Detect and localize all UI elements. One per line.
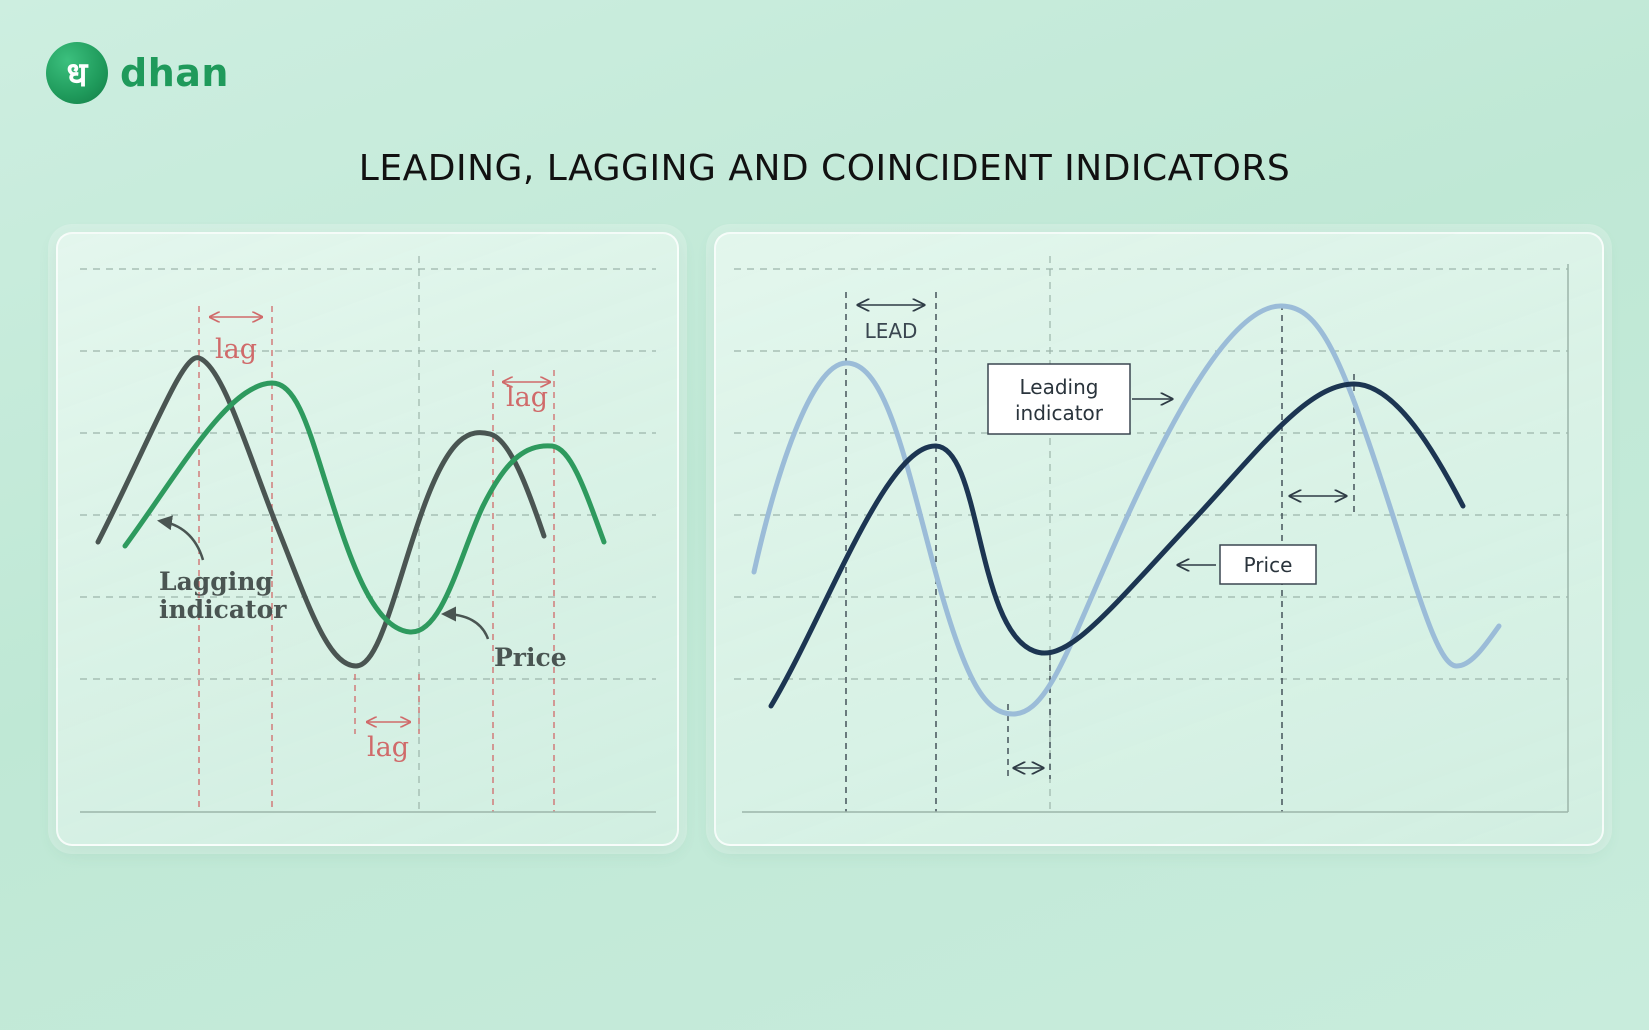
- price-callout: [1219, 544, 1317, 585]
- grid-lines: [80, 256, 656, 812]
- leading-indicator-callout: [987, 363, 1131, 435]
- lagging-indicator-curve: [122, 380, 607, 635]
- brand: ध dhan: [46, 42, 229, 104]
- dhan-logo-icon: ध: [46, 42, 108, 104]
- price-label: Price: [494, 643, 567, 672]
- lag-label-2: lag: [367, 732, 409, 763]
- price-label: Price: [1244, 553, 1293, 577]
- lag-markers: [198, 306, 555, 812]
- lead-label: LEAD: [865, 319, 918, 343]
- brand-name: dhan: [120, 51, 229, 95]
- price-curve: [768, 381, 1466, 709]
- leading-indicator-label-line2: indicator: [1015, 401, 1104, 425]
- grid-lines: [734, 256, 1568, 812]
- lagging-indicator-label-line1: Lagging: [159, 567, 273, 596]
- leading-indicator-panel: LEAD Leading indicator Price: [714, 232, 1604, 846]
- leading-indicator-label-line1: Leading: [1020, 375, 1099, 399]
- page-title: LEADING, LAGGING AND COINCIDENT INDICATO…: [358, 148, 1291, 189]
- leading-indicator-diagram: LEAD Leading indicator Price: [734, 256, 1569, 813]
- lag-label-3: lag: [506, 382, 548, 413]
- lag-label-1: lag: [215, 334, 257, 365]
- lead-double-arrows: [858, 305, 1346, 768]
- lag-double-arrows: [210, 317, 550, 722]
- curved-arrow-icon: [157, 515, 205, 561]
- leading-indicator-curve: [751, 303, 1502, 717]
- curved-arrow-icon: [441, 606, 490, 640]
- lagging-indicator-label-line2: indicator: [159, 595, 287, 624]
- lagging-indicator-panel: lag lag lag Lagging indicator Price: [56, 232, 679, 846]
- lagging-indicator-diagram: lag lag lag Lagging indicator Price: [80, 256, 656, 813]
- price-curve: [95, 355, 547, 669]
